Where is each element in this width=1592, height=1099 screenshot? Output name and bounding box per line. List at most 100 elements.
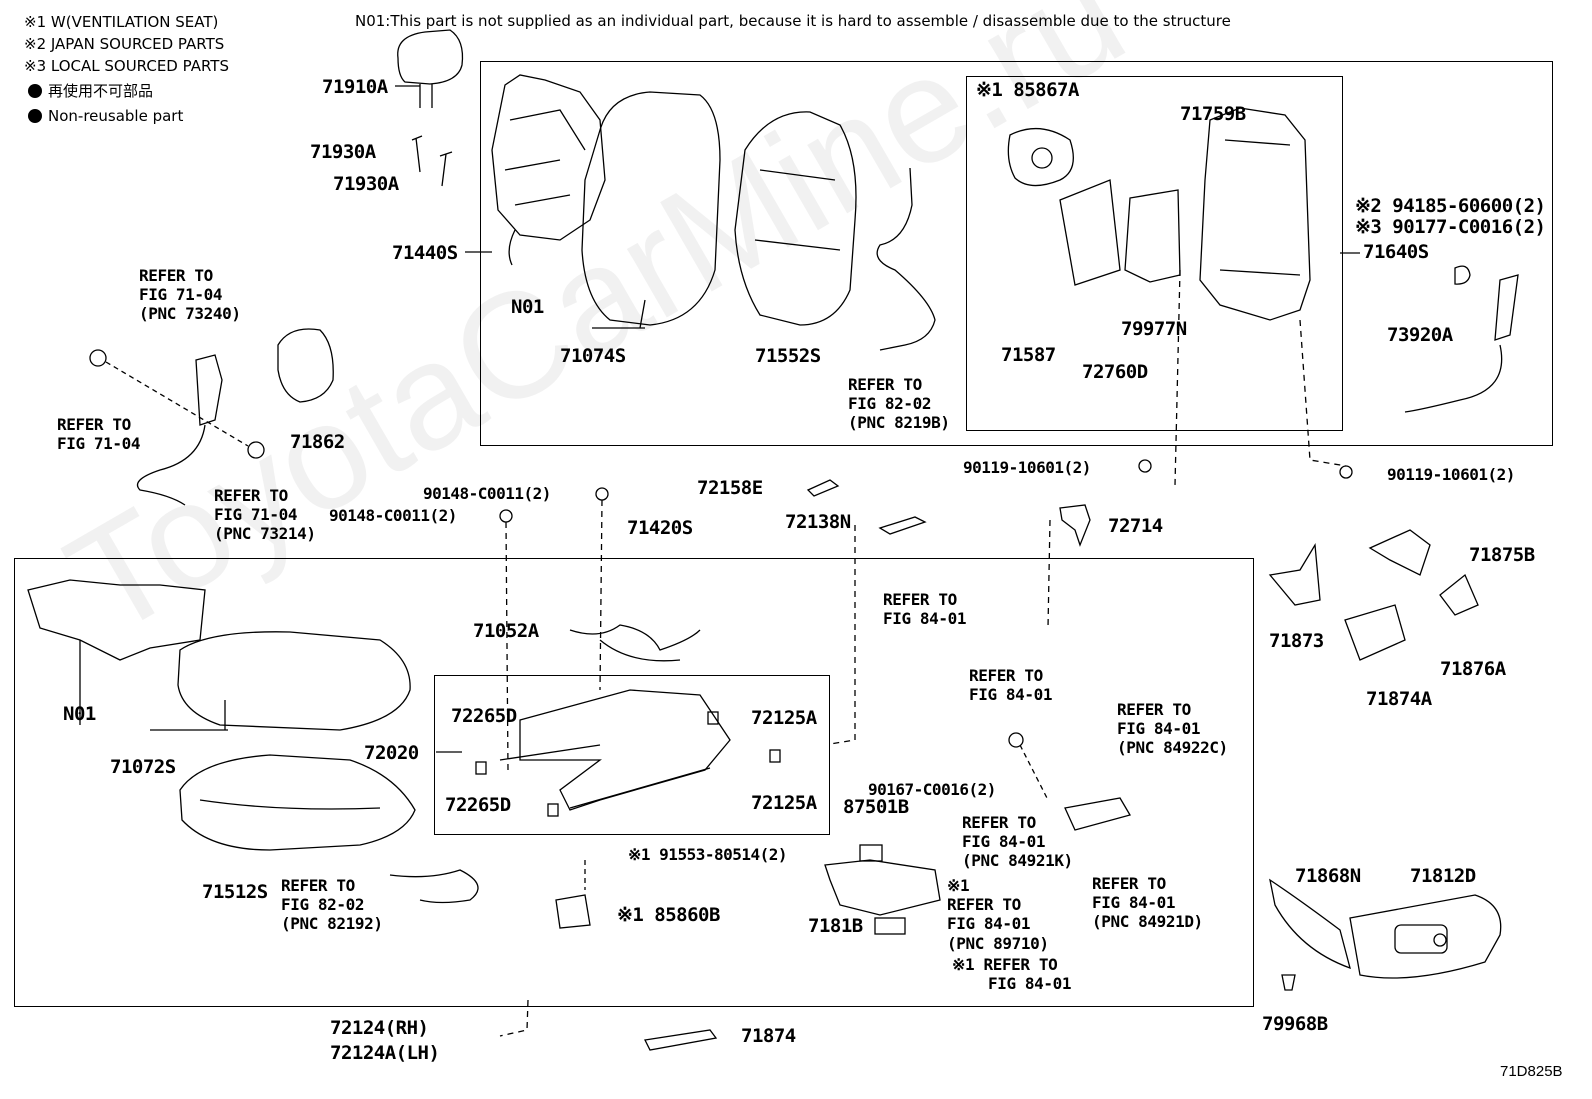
part-71873: 71873 (1269, 630, 1324, 652)
ref-line: REFER TO (139, 266, 213, 285)
ref-line: FIG 84-01 (883, 609, 967, 629)
legend-local: ※3 LOCAL SOURCED PARTS (24, 57, 229, 75)
ref-line: (PNC 84921K) (962, 851, 1073, 871)
ref-pnc-84921D: REFER TO FIG 84-01 (PNC 84921D) (1092, 874, 1203, 932)
ref-line: (PNC 8219B) (848, 413, 950, 433)
ref-line: (PNC 84922C) (1117, 738, 1228, 758)
part-71812D: 71812D (1410, 865, 1476, 887)
legend-nonreuse-en-text: Non-reusable part (48, 107, 184, 125)
part-71862: 71862 (290, 431, 345, 453)
part-85867A: ※1 85867A (976, 79, 1079, 101)
part-90148-C0011: 90148-C0011(2) (423, 484, 551, 503)
part-71420S: 71420S (627, 517, 693, 539)
part-79968B: 79968B (1262, 1013, 1328, 1035)
part-90148-C0011: 90148-C0011(2) (329, 506, 457, 525)
nonreusable-dot-icon (28, 84, 42, 98)
legend-japan: ※2 JAPAN SOURCED PARTS (24, 35, 225, 53)
ref-line: FIG 84-01 (1092, 893, 1176, 913)
part-72125A: 72125A (751, 792, 817, 814)
part-71640S: 71640S (1363, 241, 1429, 263)
part-n01-bottom: N01 (63, 703, 96, 725)
ref-pnc-8219B: REFER TO FIG 82-02 (PNC 8219B) (848, 375, 950, 433)
part-71587: 71587 (1001, 344, 1056, 366)
legend-nonreuse-en: Non-reusable part (28, 109, 183, 124)
ref-fig-84-01: REFER TO FIG 84-01 (883, 590, 967, 629)
ref-line: FIG 84-01 (1117, 719, 1201, 739)
ref-line: REFER TO (848, 375, 922, 394)
ref-line: (PNC 73214) (214, 524, 316, 544)
ref-pnc-84922C: REFER TO FIG 84-01 (PNC 84922C) (1117, 700, 1228, 758)
ref-line: FIG 84-01 (962, 832, 1046, 852)
n01-note: N01:This part is not supplied as an indi… (355, 12, 1231, 30)
ref-line: REFER TO (969, 666, 1043, 685)
part-71072S: 71072S (110, 756, 176, 778)
seatback-group-box (480, 61, 1553, 446)
part-71875B: 71875B (1469, 544, 1535, 566)
part-90167-C0016: 90167-C0016(2) (868, 780, 996, 799)
part-94185-60600: ※2 94185-60600(2) (1355, 195, 1546, 217)
ref-line: FIG 84-01 (947, 914, 1031, 934)
part-72020: 72020 (364, 742, 419, 764)
part-91553-80514: ※1 91553-80514(2) (628, 845, 788, 864)
ref-line: REFER TO (281, 876, 355, 895)
ref-line: REFER TO (962, 813, 1036, 832)
ref-pnc-73240: REFER TO FIG 71-04 (PNC 73240) (139, 266, 241, 324)
part-72265D: 72265D (451, 705, 517, 727)
ref-pnc-89710: ※1 REFER TO FIG 84-01 (PNC 89710) (947, 876, 1049, 953)
seat-cushion-group-box (14, 558, 1254, 1007)
ref-line: REFER TO (883, 590, 957, 609)
part-71074S: 71074S (560, 345, 626, 367)
ref-line: REFER TO (214, 486, 288, 505)
part-71874: 71874 (741, 1025, 796, 1047)
ref-line: FIG 71-04 (214, 505, 298, 525)
ref-fig-84-01: ※1 REFER TO FIG 84-01 (952, 955, 1072, 994)
part-71910A: 71910A (322, 76, 388, 98)
legend-nonreuse-jp: 再使用不可部品 (28, 84, 153, 99)
ref-line: FIG 84-01 (969, 685, 1053, 705)
part-71759B: 71759B (1180, 103, 1246, 125)
part-n01-top: N01 (511, 296, 544, 318)
part-72124-rh: 72124(RH) (330, 1017, 429, 1039)
ref-line: FIG 82-02 (848, 394, 932, 414)
ref-line: REFER TO (57, 415, 131, 434)
ref-line: (PNC 84921D) (1092, 912, 1203, 932)
part-73920A: 73920A (1387, 324, 1453, 346)
part-72138N: 72138N (785, 511, 851, 533)
part-72158E: 72158E (697, 477, 763, 499)
ref-fig-84-01: REFER TO FIG 84-01 (969, 666, 1053, 705)
part-72760D: 72760D (1082, 361, 1148, 383)
part-87501B: 87501B (843, 796, 909, 818)
ref-line: REFER TO (1092, 874, 1166, 893)
nonreusable-dot-icon (28, 109, 42, 123)
ref-line: (PNC 89710) (947, 933, 1049, 953)
seat-adjuster-subbox (434, 675, 830, 835)
ref-line: (PNC 73240) (139, 304, 241, 324)
part-71876A: 71876A (1440, 658, 1506, 680)
ref-pnc-82192: REFER TO FIG 82-02 (PNC 82192) (281, 876, 383, 934)
part-71930A: 71930A (310, 141, 376, 163)
ref-pnc-73214: REFER TO FIG 71-04 (PNC 73214) (214, 486, 316, 544)
ref-line: ※1 (947, 876, 970, 895)
headrest-drawing (397, 29, 464, 108)
ref-line: (PNC 82192) (281, 914, 383, 934)
legend-nonreuse-jp-text: 再使用不可部品 (48, 82, 154, 100)
ref-line: FIG 71-04 (57, 434, 141, 454)
part-72125A: 72125A (751, 707, 817, 729)
legend-ventilation: ※1 W(VENTILATION SEAT) (24, 13, 219, 31)
ref-fig-71-04: REFER TO FIG 71-04 (57, 415, 141, 454)
part-71874A: 71874A (1366, 688, 1432, 710)
part-71052A: 71052A (473, 620, 539, 642)
figure-code: 71D825B (1500, 1063, 1563, 1080)
ref-line: FIG 82-02 (281, 895, 365, 915)
ref-line: FIG 84-01 (988, 974, 1072, 994)
part-7181B: 7181B (808, 915, 863, 937)
part-71868N: 71868N (1295, 865, 1361, 887)
ref-line: FIG 71-04 (139, 285, 223, 305)
part-79977N: 79977N (1121, 318, 1187, 340)
ref-line: REFER TO (1117, 700, 1191, 719)
part-85860B: ※1 85860B (617, 904, 720, 926)
part-90119-10601: 90119-10601(2) (963, 458, 1091, 477)
part-72714: 72714 (1108, 515, 1163, 537)
part-90119-10601: 90119-10601(2) (1387, 465, 1515, 484)
